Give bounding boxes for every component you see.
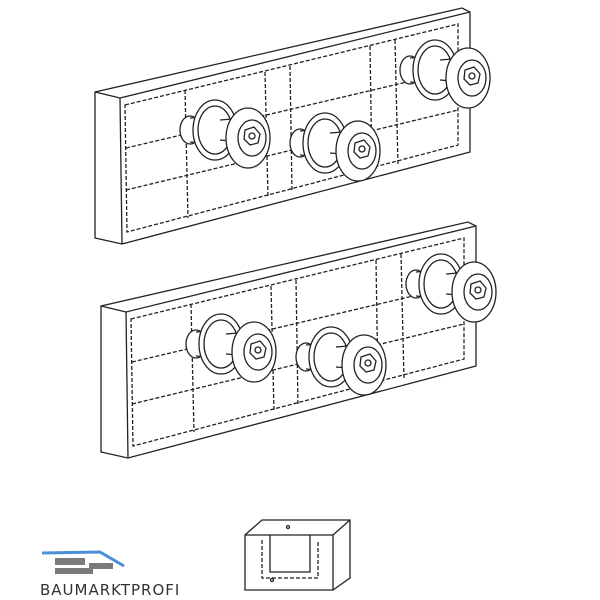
mounting-plate-top xyxy=(94,7,491,245)
clip xyxy=(244,519,351,591)
mounting-plate-bottom xyxy=(100,221,497,459)
logo-text: BAUMARKTPROFI xyxy=(40,581,181,599)
baumarktprofi-logo xyxy=(41,550,125,574)
